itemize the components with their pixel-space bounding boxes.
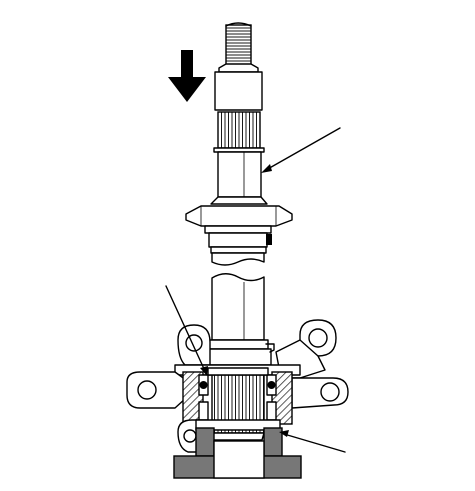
- callout-bearing: [165, 285, 208, 376]
- callout-base: [279, 430, 346, 453]
- press-base: [173, 427, 302, 479]
- lower-shaft: [204, 273, 275, 366]
- callout-shaft: [261, 127, 341, 173]
- steering-knuckle: [126, 319, 349, 453]
- shaft: [185, 22, 293, 266]
- press-direction-arrow-icon: [168, 50, 206, 102]
